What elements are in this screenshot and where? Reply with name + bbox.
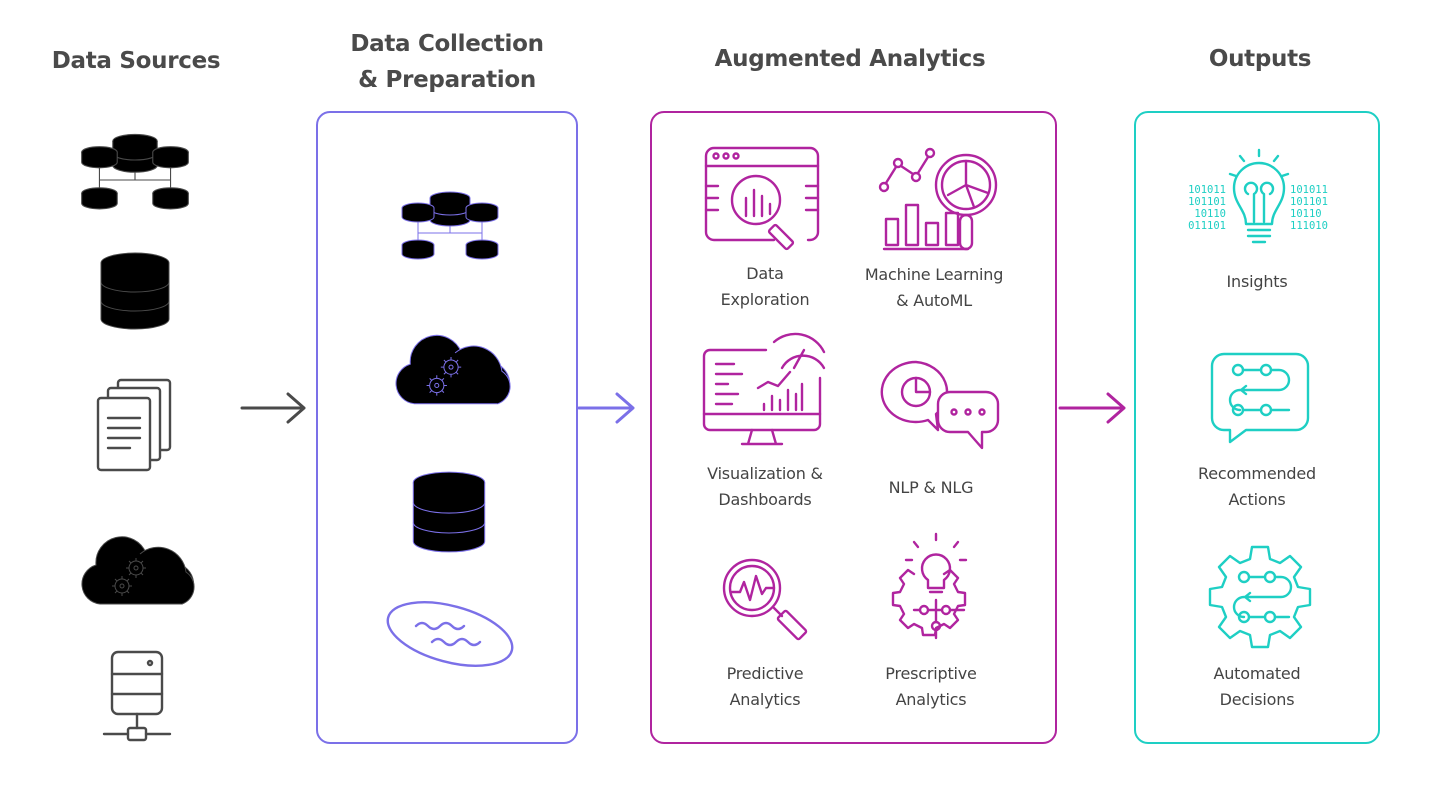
database-icon (100, 252, 170, 330)
magnifier-pulse-icon (722, 558, 808, 641)
data-lake-icon (386, 601, 514, 667)
data-collection-panel (316, 111, 578, 744)
arrow-right-icon (1058, 392, 1126, 424)
augmented-analytics-panel (650, 111, 1057, 744)
database-network-icon (401, 191, 499, 260)
binary-line: 101101 (1188, 196, 1226, 208)
label-visualization: Visualization & Dashboards (665, 461, 865, 513)
column-title-augmented-analytics: Augmented Analytics (714, 46, 986, 72)
outputs-panel (1134, 111, 1380, 744)
binary-left: 101011 101101 10110 011101 (1170, 184, 1226, 232)
binary-line: 10110 (1290, 208, 1322, 220)
label-line: Exploration (720, 290, 810, 309)
chat-flow-icon (1210, 352, 1310, 444)
label-data-exploration: Data Exploration (665, 261, 865, 313)
chart-magnifier-icon (878, 147, 998, 251)
label-line: Analytics (895, 690, 967, 709)
label-line: Visualization & (707, 464, 823, 483)
label-prescriptive-analytics: Prescriptive Analytics (831, 661, 1031, 713)
column-title-data-sources: Data Sources (51, 48, 221, 74)
label-nlp-nlg: NLP & NLG (831, 475, 1031, 501)
gear-bulb-icon (891, 532, 968, 640)
monitor-dashboard-icon (702, 332, 826, 446)
binary-line: 011101 (1188, 220, 1226, 232)
arrow-right-icon (240, 392, 306, 424)
gear-flow-icon (1208, 545, 1312, 649)
cloud-gears-icon (81, 536, 195, 605)
binary-line: 10110 (1194, 208, 1226, 220)
column-title-outputs: Outputs (1208, 46, 1312, 72)
server-icon (102, 650, 172, 742)
cloud-gears-icon (395, 334, 511, 405)
label-line: Machine Learning (864, 265, 1004, 284)
label-line: & AutoML (896, 291, 972, 310)
arrow-right-icon (577, 392, 635, 424)
column-title-data-collection: Data Collection & Preparation (347, 26, 547, 98)
label-line: NLP & NLG (888, 478, 974, 497)
label-line: Actions (1228, 490, 1286, 509)
binary-line: 101011 (1290, 184, 1328, 196)
label-line: Predictive (726, 664, 804, 683)
binary-line: 111010 (1290, 220, 1328, 232)
database-network-icon (81, 133, 189, 210)
chat-bubbles-icon (880, 360, 1000, 450)
label-line: Data (746, 264, 784, 283)
label-machine-learning: Machine Learning & AutoML (834, 262, 1034, 314)
binary-right: 101011 101101 10110 111010 (1290, 184, 1346, 232)
label-line: Decisions (1219, 690, 1295, 709)
binary-line: 101101 (1290, 196, 1328, 208)
label-line: Dashboards (718, 490, 812, 509)
label-recommended-actions: Recommended Actions (1157, 461, 1357, 513)
label-line: Recommended (1198, 464, 1316, 483)
label-line: Analytics (729, 690, 801, 709)
database-icon (412, 471, 486, 553)
label-line: Prescriptive (885, 664, 977, 683)
label-automated-decisions: Automated Decisions (1157, 661, 1357, 713)
binary-line: 101011 (1188, 184, 1226, 196)
title-line: Data Collection (350, 31, 544, 57)
label-insights: Insights (1157, 269, 1357, 295)
label-predictive-analytics: Predictive Analytics (665, 661, 865, 713)
browser-magnifier-icon (704, 146, 820, 251)
title-line: & Preparation (358, 67, 536, 93)
lightbulb-binary-icon (1228, 148, 1290, 244)
documents-icon (96, 378, 172, 472)
label-line: Insights (1226, 272, 1288, 291)
label-line: Automated (1213, 664, 1301, 683)
